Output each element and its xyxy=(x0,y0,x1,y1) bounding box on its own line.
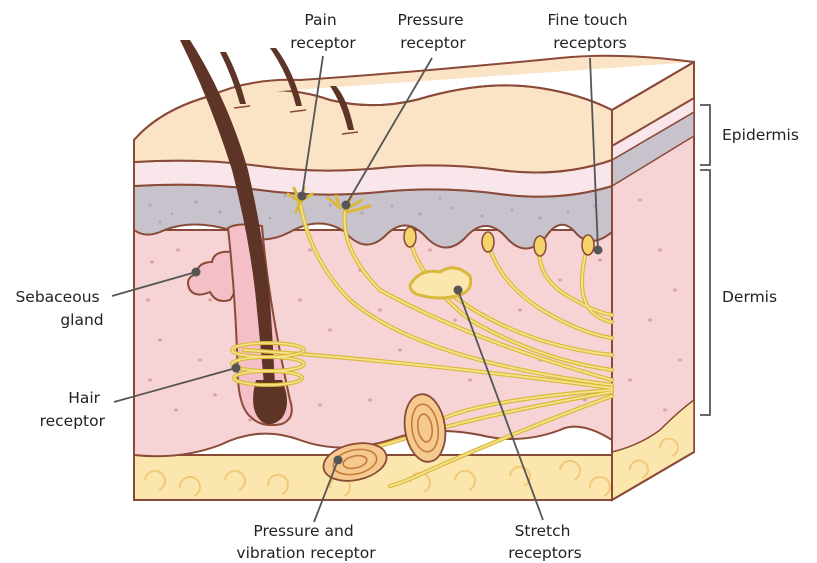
fine-touch-dot xyxy=(594,246,603,255)
stretch-dot xyxy=(454,286,463,295)
pressure-receptor-dot xyxy=(342,201,351,210)
pain-receptor-label: Pain receptor xyxy=(290,11,356,52)
pain-receptor-dot xyxy=(298,192,307,201)
pacinian-dot xyxy=(334,456,343,465)
pacinian-label: Pressure and vibration receptor xyxy=(236,522,376,562)
hair-receptor-label: Hair receptor xyxy=(40,389,106,430)
sebaceous-label: Sebaceous gland xyxy=(15,288,104,329)
sebaceous-dot xyxy=(192,268,201,277)
dermis-bracket xyxy=(700,170,710,415)
pressure-receptor-label: Pressure receptor xyxy=(397,11,468,52)
epidermis-bracket xyxy=(700,105,710,165)
stretch-label: Stretch receptors xyxy=(508,522,581,562)
layer-brackets xyxy=(700,105,710,415)
hair-receptor-dot xyxy=(232,364,241,373)
epidermis-label: Epidermis xyxy=(722,126,799,144)
dermis-label: Dermis xyxy=(722,288,777,306)
fine-touch-label: Fine touch receptors xyxy=(547,11,632,52)
